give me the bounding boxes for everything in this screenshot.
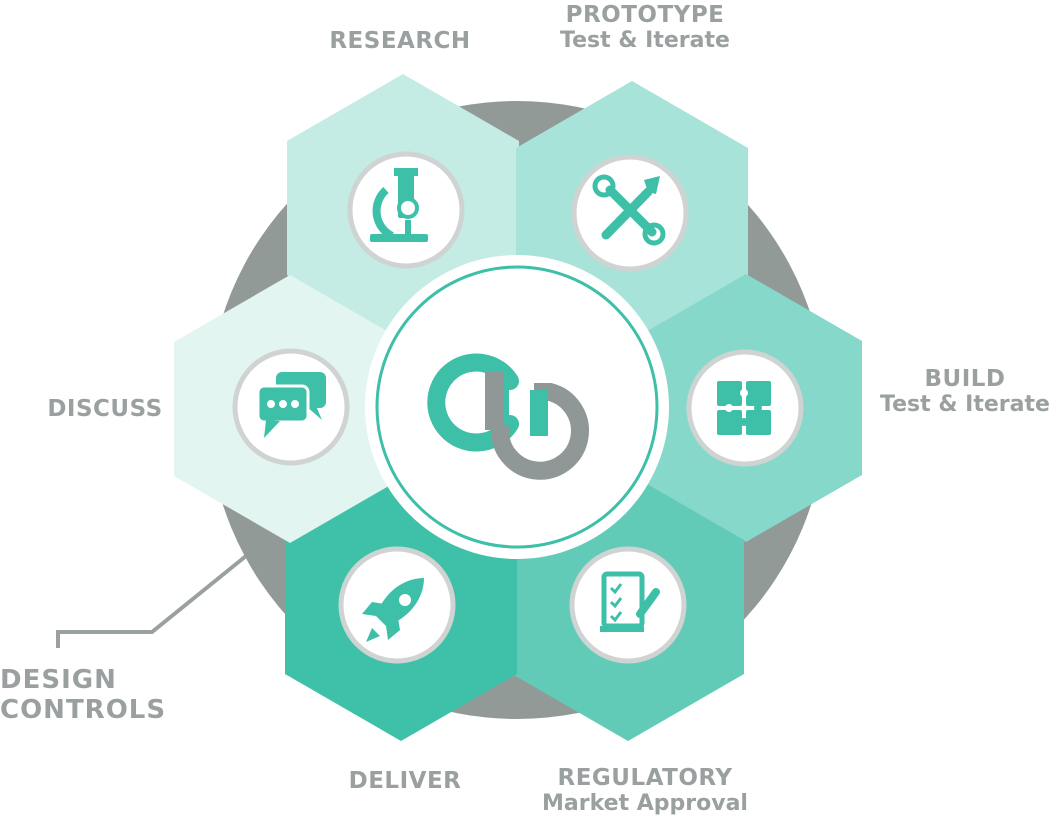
discuss-label: DISCUSS <box>30 396 180 422</box>
tools-icon <box>571 154 689 272</box>
chat-bubbles-icon <box>232 348 350 466</box>
discuss-title: DISCUSS <box>47 396 163 422</box>
research-label: RESEARCH <box>300 28 500 54</box>
design-controls-label: DESIGN CONTROLS <box>0 665 190 726</box>
design-controls-line2: CONTROLS <box>0 694 167 725</box>
prototype-title: PROTOTYPE <box>565 2 725 28</box>
puzzle-icon <box>686 349 804 467</box>
build-label: BUILD Test & Iterate <box>870 366 1057 418</box>
build-title: BUILD <box>924 366 1006 392</box>
deliver-label: DELIVER <box>320 768 490 794</box>
deliver-title: DELIVER <box>348 768 462 794</box>
prototype-subtitle: Test & Iterate <box>560 28 730 54</box>
center-circle <box>365 255 669 559</box>
microscope-icon <box>347 151 465 269</box>
design-controls-line1: DESIGN <box>0 665 117 695</box>
research-title: RESEARCH <box>329 28 471 54</box>
logo-icon <box>427 353 589 480</box>
regulatory-subtitle: Market Approval <box>542 791 748 817</box>
checklist-pencil-icon <box>569 546 687 664</box>
design-controls-callout-line <box>56 554 248 648</box>
prototype-label: PROTOTYPE Test & Iterate <box>530 2 760 54</box>
regulatory-label: REGULATORY Market Approval <box>520 765 770 817</box>
build-subtitle: Test & Iterate <box>880 392 1050 418</box>
regulatory-title: REGULATORY <box>557 765 733 791</box>
center-inner-ring <box>375 265 659 549</box>
rocket-icon <box>338 546 456 664</box>
